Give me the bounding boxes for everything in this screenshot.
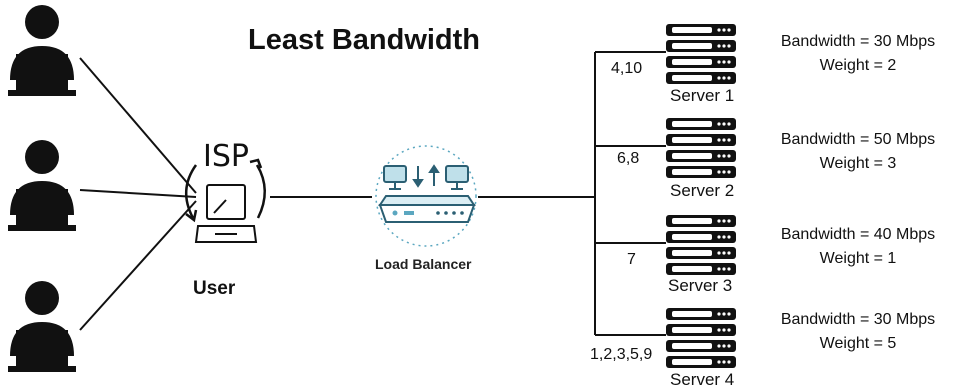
diagram-title: Least Bandwidth <box>248 24 481 56</box>
server-3-name: Server 3 <box>668 276 733 295</box>
server-3-bandwidth: Bandwidth = 40 Mbps <box>780 226 936 243</box>
user-connection-lines <box>79 51 666 336</box>
load-balancer-label: Load Balancer <box>375 256 472 272</box>
router-icon <box>375 145 477 247</box>
server-4-name: Server 4 <box>670 370 735 389</box>
server-2-bandwidth: Bandwidth = 50 Mbps <box>780 131 936 148</box>
person-with-laptop-icon <box>8 140 76 231</box>
server-1-bandwidth: Bandwidth = 30 Mbps <box>780 33 936 50</box>
server-rack-icon <box>666 118 736 178</box>
server-1-requests: 4,10 <box>611 60 643 77</box>
user-label: User <box>193 278 236 299</box>
server-1-info: Bandwidth = 30 Mbps Weight = 2 <box>763 30 953 78</box>
person-with-laptop-icon <box>8 5 76 96</box>
server-2-name: Server 2 <box>670 181 735 200</box>
server-2-weight: Weight = 3 <box>819 155 897 172</box>
server-3-requests: 7 <box>627 251 636 268</box>
server-2-info: Bandwidth = 50 Mbps Weight = 3 <box>763 128 953 176</box>
server-3-info: Bandwidth = 40 Mbps Weight = 1 <box>763 223 953 271</box>
server-3-weight: Weight = 1 <box>819 250 897 267</box>
person-with-laptop-icon <box>8 281 76 372</box>
monitor-icon <box>383 165 469 190</box>
server-1-weight: Weight = 2 <box>819 57 897 74</box>
server-1-name: Server 1 <box>670 86 735 105</box>
server-rack-icon <box>666 24 736 84</box>
transfer-arrows-icon <box>412 164 440 188</box>
server-4-weight: Weight = 5 <box>819 335 897 352</box>
server-4-info: Bandwidth = 30 Mbps Weight = 5 <box>763 308 953 356</box>
laptop-icon <box>194 184 258 243</box>
server-rack-icon <box>666 215 736 275</box>
server-4-bandwidth: Bandwidth = 30 Mbps <box>780 311 936 328</box>
refresh-arrow-icon <box>185 158 266 223</box>
server-rack-icon <box>666 308 736 368</box>
server-4-requests: 1,2,3,5,9 <box>590 346 653 363</box>
server-2-requests: 6,8 <box>617 150 640 167</box>
isp-label: ISP <box>203 139 249 174</box>
